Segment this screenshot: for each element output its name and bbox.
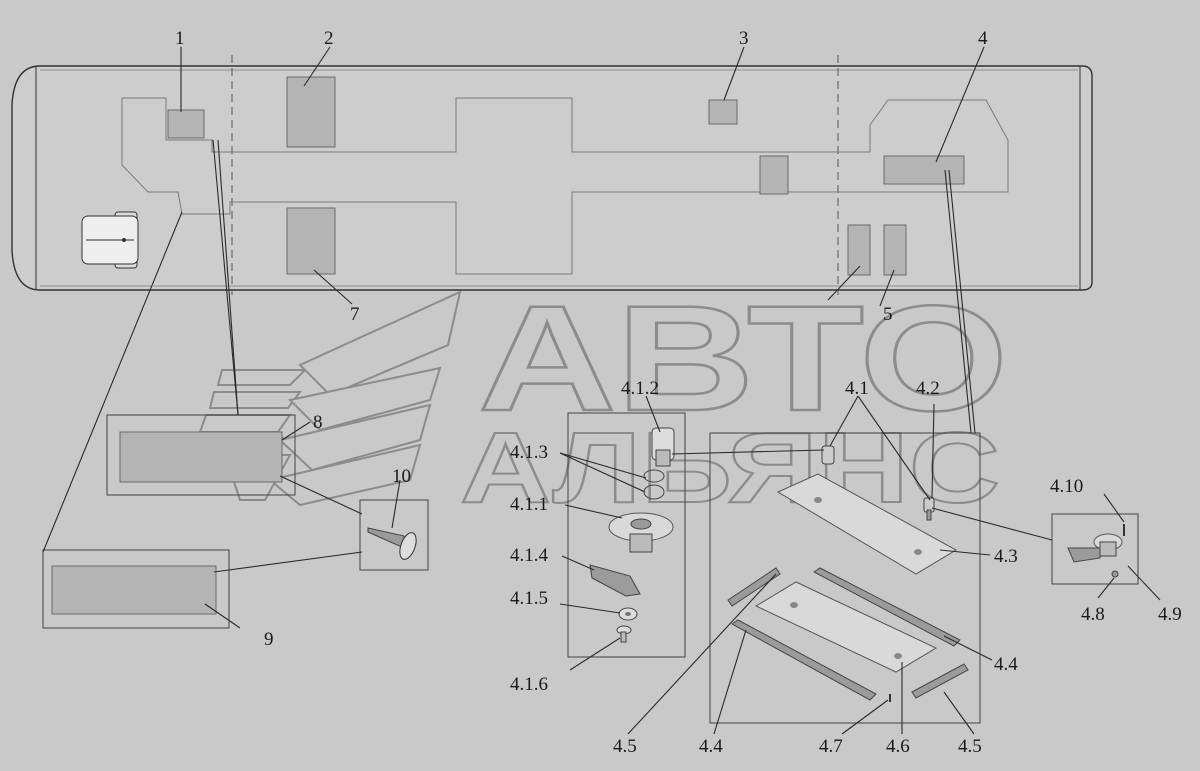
part-4-1-2-icon — [651, 427, 675, 467]
detail-box-4-1 — [567, 412, 686, 658]
detail-box-8 — [106, 414, 296, 496]
callout-10: 10 — [392, 466, 411, 487]
watermark-text-line1: АВТО — [478, 274, 1008, 442]
watermark: АВТО АЛЬЯНС — [190, 273, 1009, 525]
watermark-text-line2: АЛЬЯНС — [460, 412, 1000, 524]
part-4-1-5-icon — [618, 607, 638, 621]
callout-4-4-right: 4.4 — [994, 654, 1018, 675]
lock-latch-icon — [1067, 533, 1123, 563]
panel-5a — [847, 224, 871, 276]
callout-4-2: 4.2 — [916, 378, 940, 399]
detail-box-10 — [359, 499, 429, 571]
leader-lines — [42, 46, 1161, 735]
watermark-logo-chevrons — [190, 290, 462, 507]
panel-2 — [286, 76, 336, 148]
part-4-4-upper-icon — [813, 567, 961, 647]
detail-box-9 — [42, 549, 230, 629]
callout-4-10: 4.10 — [1050, 476, 1083, 497]
panel-7 — [286, 207, 336, 275]
bus-panels — [167, 76, 965, 276]
part-4-5-left-icon — [727, 567, 781, 607]
part-4-6-icon — [754, 581, 938, 673]
callout-4-1-1: 4.1.1 — [510, 494, 548, 515]
callout-4-1-5: 4.1.5 — [510, 588, 548, 609]
callout-4-3: 4.3 — [994, 546, 1018, 567]
callout-4-5-left: 4.5 — [613, 736, 637, 757]
callout-2: 2 — [324, 28, 334, 49]
part-4-5-right-icon — [911, 663, 969, 699]
self-tapping-screw-icon — [367, 527, 417, 560]
part-4-4-lower-icon — [731, 619, 877, 701]
part-4-1-4-icon — [589, 564, 641, 597]
part-4-8-icon — [1111, 570, 1119, 578]
callout-4-1-3: 4.1.3 — [510, 442, 548, 463]
callout-4-7: 4.7 — [819, 736, 843, 757]
callout-4-4-bottom: 4.4 — [699, 736, 723, 757]
detail-box-4 — [709, 432, 981, 724]
interior-floor-outline — [121, 97, 1009, 275]
part-4-2-icon — [923, 497, 935, 521]
panel-4 — [883, 155, 965, 185]
callout-4-6: 4.6 — [886, 736, 910, 757]
panel-1 — [167, 109, 205, 139]
callout-4-1-2: 4.1.2 — [621, 378, 659, 399]
part-4-1-cap-icon — [821, 445, 835, 465]
panel-3 — [708, 99, 738, 125]
callout-4-9: 4.9 — [1158, 604, 1182, 625]
panel-5b — [883, 224, 907, 276]
callout-4-1-4: 4.1.4 — [510, 545, 549, 566]
panel-mid — [759, 155, 789, 195]
part-4-1-6-icon — [616, 625, 632, 643]
callout-9: 9 — [264, 629, 274, 650]
bus-body — [11, 55, 1093, 295]
detail-box-4-9 — [1051, 513, 1139, 585]
callout-4-1: 4.1 — [845, 378, 869, 399]
callout-4: 4 — [978, 28, 988, 49]
part-4-3-icon — [776, 473, 958, 575]
callout-4-5-right: 4.5 — [958, 736, 982, 757]
callout-7: 7 — [350, 304, 360, 325]
callout-1: 1 — [175, 28, 185, 49]
callout-8: 8 — [313, 412, 323, 433]
callout-4-8: 4.8 — [1081, 604, 1105, 625]
driver-seat — [81, 211, 139, 269]
callout-labels: 1 2 3 4 5 7 8 9 10 4.1 4.1.2 4.1.3 4.1.1… — [175, 28, 1182, 757]
callout-4-1-6: 4.1.6 — [510, 674, 548, 695]
callout-3: 3 — [739, 28, 749, 49]
callout-5: 5 — [883, 304, 893, 325]
part-4-1-1-icon — [608, 512, 674, 553]
